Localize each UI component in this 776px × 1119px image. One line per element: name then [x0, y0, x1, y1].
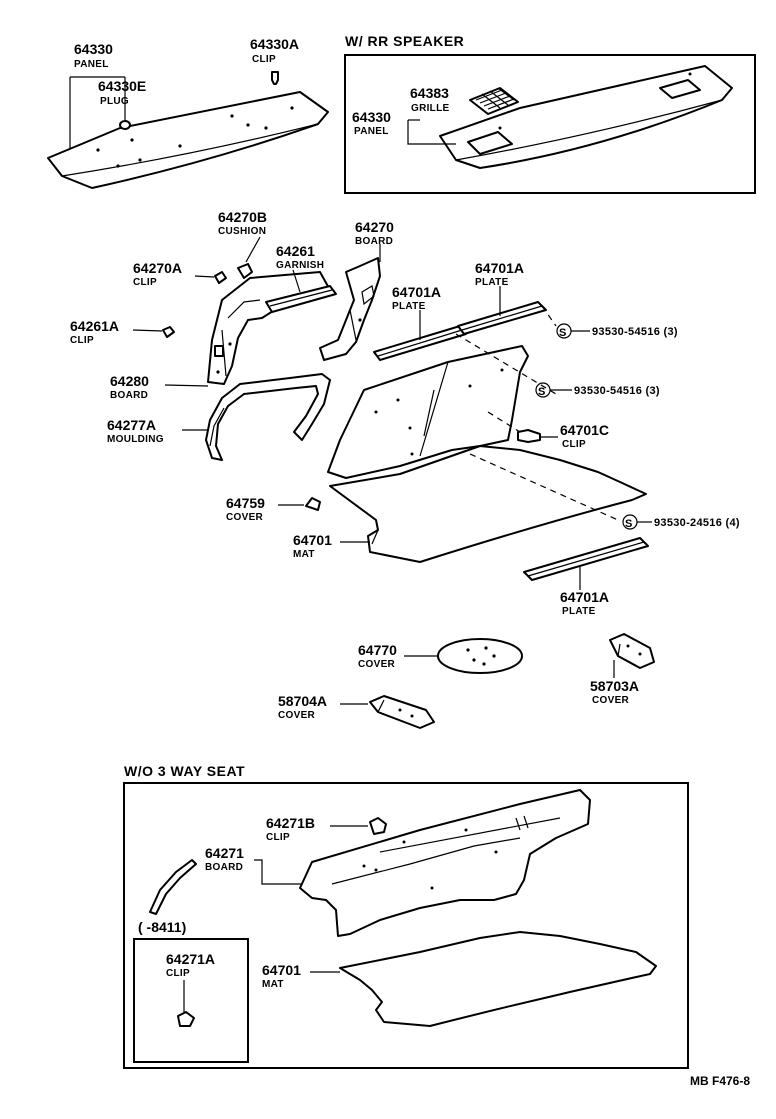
part-number-64277A: 64277A: [107, 417, 156, 433]
screw-callout-1: S 93530-54516 (3): [556, 323, 678, 339]
part-name-64701: MAT: [293, 549, 315, 560]
panel-64330-drawing: [47, 71, 329, 189]
part-name-64770: COVER: [358, 659, 396, 670]
part-name-58703A: COVER: [592, 695, 630, 706]
dashline-1: [455, 333, 557, 395]
part-name-64271: BOARD: [205, 862, 243, 873]
screw-label-3: 93530-24516 (4): [654, 517, 740, 529]
board-64271-drawing: [149, 789, 657, 1027]
part-number-58704A: 58704A: [278, 693, 327, 709]
part-name-64270B: CUSHION: [218, 226, 266, 237]
part-number-64280: 64280: [110, 373, 149, 389]
dashline-2: [541, 305, 557, 327]
wo-3way-frame: [123, 782, 689, 1069]
cover-64770-drawing: [437, 638, 523, 674]
part-number-64701C: 64701C: [560, 422, 609, 438]
part-number-64270B: 64270B: [218, 209, 267, 225]
part-name-64701C: CLIP: [562, 439, 586, 450]
part-name-64759: COVER: [226, 512, 264, 523]
section-title-wo-3way: W/O 3 WAY SEAT: [124, 763, 245, 779]
clip-64271A-drawing: [177, 1011, 195, 1027]
screw-symbol-2: S: [538, 386, 545, 398]
part-number-64261: 64261: [276, 243, 315, 259]
part-number-64330E: 64330E: [98, 78, 146, 94]
part-name-64261A: CLIP: [70, 335, 94, 346]
part-name-64270: BOARD: [355, 236, 393, 247]
leader-64270B: [245, 236, 261, 263]
side-board-assembly-drawing: [162, 257, 381, 461]
part-number-64330: 64330: [74, 41, 113, 57]
part-number-64759: 64759: [226, 495, 265, 511]
date-range-frame: [133, 938, 249, 1063]
part-name-64701A-1: PLATE: [392, 301, 426, 312]
screw-label-1: 93530-54516 (3): [592, 326, 678, 338]
part-name-64330A: CLIP: [252, 54, 276, 65]
part-number-64261A: 64261A: [70, 318, 119, 334]
cover-58703A-drawing: [609, 633, 655, 669]
part-number-64701A-1: 64701A: [392, 284, 441, 300]
leader-64270A: [194, 275, 215, 278]
part-name-64383: GRILLE: [411, 103, 449, 114]
leader-64280: [164, 384, 209, 387]
part-name-58704A: COVER: [278, 710, 316, 721]
screw-label-2: 93530-54516 (3): [574, 385, 660, 397]
part-number-58703A: 58703A: [590, 678, 639, 694]
part-name-64330: PANEL: [74, 59, 109, 70]
part-name-64701-wo: MAT: [262, 979, 284, 990]
dashline-3: [469, 453, 619, 521]
part-name-64277A: MOULDING: [107, 434, 164, 445]
part-name-64330-speaker: PANEL: [354, 126, 389, 137]
leader-64261: [292, 269, 301, 293]
part-name-64270A: CLIP: [133, 277, 157, 288]
part-number-64270A: 64270A: [133, 260, 182, 276]
seat-back-board-drawing: [305, 301, 649, 581]
part-name-64271B: CLIP: [266, 832, 290, 843]
leader-64261A: [132, 329, 163, 332]
part-name-64261: GARNISH: [276, 260, 324, 271]
part-number-64383: 64383: [410, 85, 449, 101]
part-name-64271A: CLIP: [166, 968, 190, 979]
panel-with-speaker-drawing: [407, 65, 733, 169]
part-number-64271: 64271: [205, 845, 244, 861]
part-name-64330E: PLUG: [100, 96, 129, 107]
part-number-64330A: 64330A: [250, 36, 299, 52]
footer-code: MB F476-8: [690, 1074, 750, 1088]
rr-speaker-frame: [344, 54, 756, 194]
screw-symbol-1: S: [559, 327, 566, 339]
part-name-64701A-2: PLATE: [475, 277, 509, 288]
part-name-64701A-3: PLATE: [562, 606, 596, 617]
part-number-64271B: 64271B: [266, 815, 315, 831]
part-number-64701: 64701: [293, 532, 332, 548]
part-number-64701A-3: 64701A: [560, 589, 609, 605]
section-title-rr-speaker: W/ RR SPEAKER: [345, 33, 464, 49]
part-number-64701A-2: 64701A: [475, 260, 524, 276]
screw-callout-3: S 93530-24516 (4): [622, 514, 740, 530]
leader-64271: [254, 859, 302, 885]
cover-58704A-drawing: [369, 695, 435, 729]
part-number-64770: 64770: [358, 642, 397, 658]
part-number-64330-speaker: 64330: [352, 109, 391, 125]
part-number-64271A: 64271A: [166, 951, 215, 967]
part-name-64280: BOARD: [110, 390, 148, 401]
part-number-64701-wo: 64701: [262, 962, 301, 978]
screw-symbol-3: S: [625, 518, 632, 530]
part-number-64270: 64270: [355, 219, 394, 235]
date-range-label: ( -8411): [138, 919, 186, 935]
screw-callout-2: S 93530-54516 (3): [535, 382, 660, 398]
